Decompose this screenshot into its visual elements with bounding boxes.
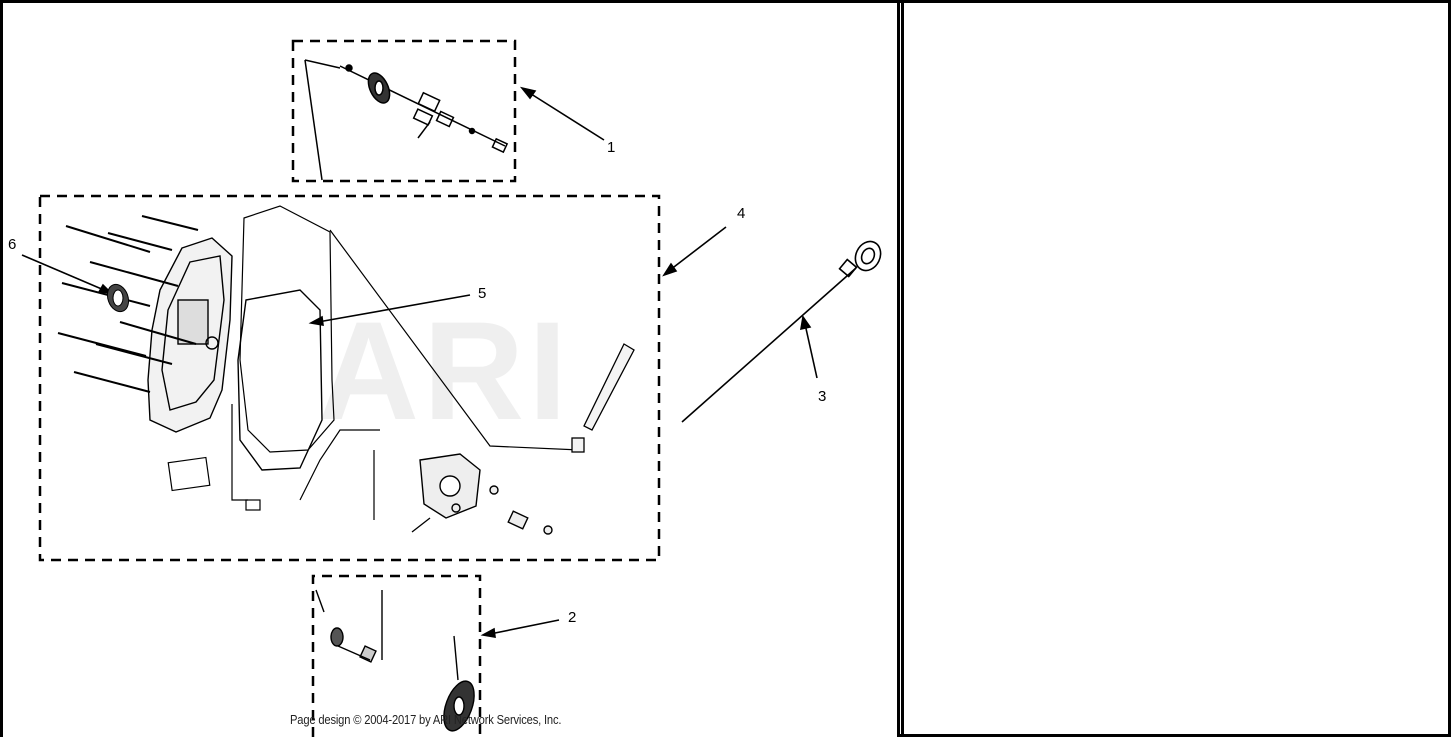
callout-6: 6 <box>8 236 17 253</box>
watermark: ARI <box>318 292 572 449</box>
oil-seal <box>106 283 130 313</box>
left-panel-frame <box>0 0 904 737</box>
assembly-1 <box>304 59 509 181</box>
crankcase-cover <box>147 237 323 471</box>
exploded-view <box>21 39 882 737</box>
oil-pump <box>419 453 553 535</box>
assembly-2 <box>315 589 475 732</box>
callout-4: 4 <box>737 205 746 222</box>
callout-3: 3 <box>818 388 827 405</box>
callout-2: 2 <box>568 609 577 626</box>
gasket <box>239 205 335 453</box>
group-box-2 <box>311 574 482 737</box>
group-box-4 <box>38 194 661 562</box>
right-panel-frame <box>897 0 1451 737</box>
callout-1: 1 <box>607 139 616 156</box>
fill-tube <box>411 343 635 533</box>
copyright-notice: Page design © 2004-2017 by ARI Network S… <box>290 712 562 727</box>
bolts <box>57 215 199 393</box>
group-box-1 <box>291 39 517 183</box>
callout-5: 5 <box>478 285 487 302</box>
dipstick <box>681 240 882 423</box>
